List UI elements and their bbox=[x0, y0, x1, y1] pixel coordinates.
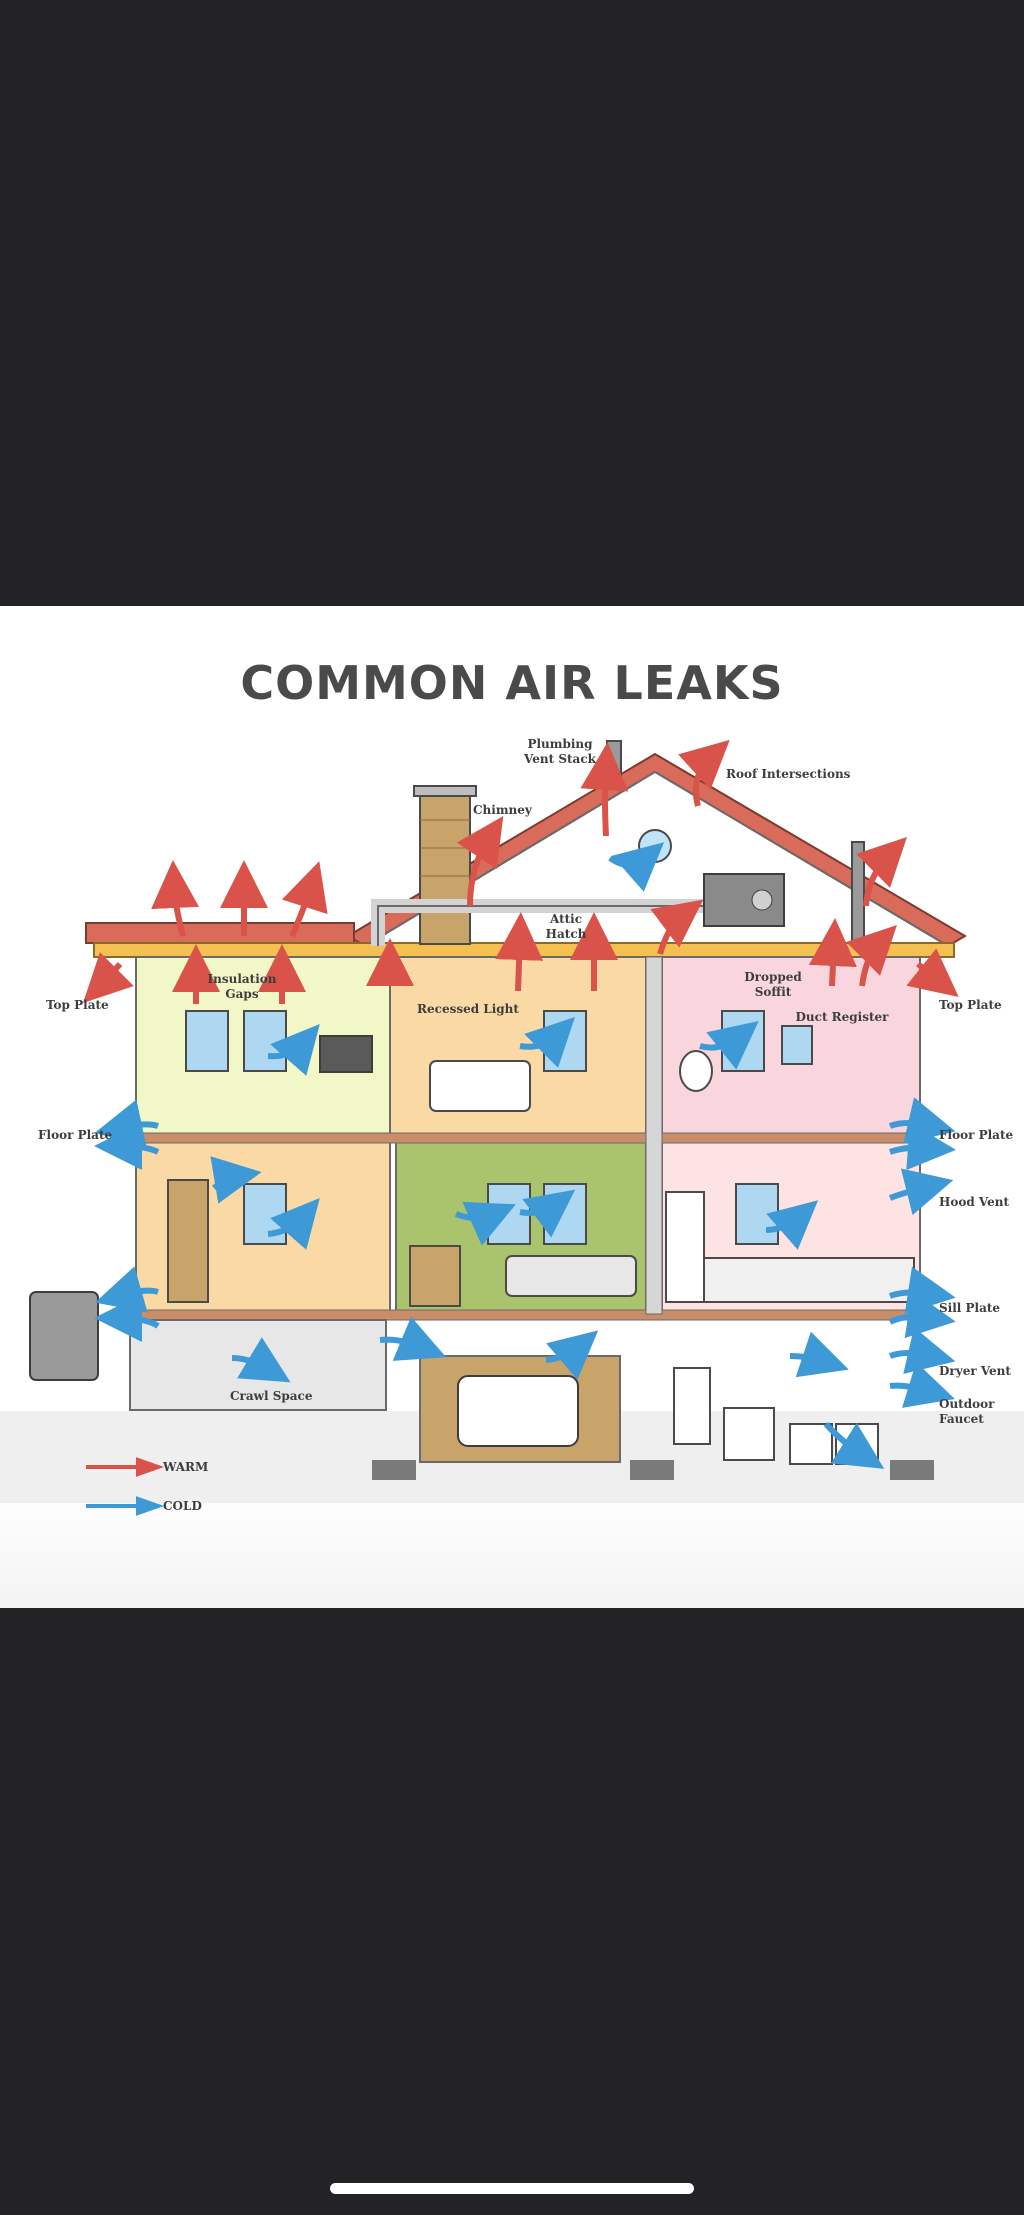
dryer-icon bbox=[835, 1423, 879, 1465]
window-icon bbox=[543, 1183, 587, 1245]
door-icon bbox=[167, 1179, 209, 1303]
infographic-card: COMMON AIR LEAKS bbox=[0, 606, 1024, 1608]
label-plumbing-vent-stack-line2: Vent Stack bbox=[523, 752, 597, 766]
cold-air-arrows bbox=[94, 842, 956, 1469]
label-floor-plate-right: Floor Plate bbox=[939, 1128, 1013, 1142]
label-floor-plate-left: Floor Plate bbox=[38, 1128, 112, 1142]
legend-warm-label: WARM bbox=[162, 1460, 208, 1474]
sofa-icon bbox=[505, 1255, 637, 1297]
label-roof-intersections: Roof Intersections bbox=[726, 767, 851, 781]
window-icon bbox=[185, 1010, 229, 1072]
house-cross-section: Plumbing Vent Stack Roof Intersections C… bbox=[0, 737, 1024, 1516]
fridge-icon bbox=[665, 1191, 705, 1303]
window-icon bbox=[243, 1010, 287, 1072]
washer-icon bbox=[789, 1423, 833, 1465]
roof bbox=[85, 752, 967, 958]
window-icon bbox=[243, 1183, 287, 1245]
label-duct-register: Duct Register bbox=[796, 1010, 890, 1024]
legend: WARM COLD bbox=[86, 1457, 208, 1516]
label-insulation-gaps-line1: Insulation bbox=[208, 972, 277, 986]
label-dropped-soffit-line1: Dropped bbox=[744, 970, 802, 984]
label-dryer-vent: Dryer Vent bbox=[939, 1364, 1011, 1378]
chimney-icon bbox=[413, 785, 477, 945]
label-outdoor-faucet-line1: Outdoor bbox=[939, 1397, 995, 1411]
label-dropped-soffit-line2: Soffit bbox=[755, 985, 792, 999]
fireplace-icon bbox=[409, 1245, 461, 1307]
foundation-pier bbox=[630, 1460, 674, 1480]
label-outdoor-faucet-line2: Faucet bbox=[939, 1412, 984, 1426]
bed-icon bbox=[429, 1060, 531, 1112]
foundation-pier bbox=[890, 1460, 934, 1480]
ground bbox=[0, 1488, 1024, 1608]
car-icon bbox=[457, 1375, 579, 1447]
legend-cold-label: COLD bbox=[163, 1499, 202, 1513]
computer-monitor-icon bbox=[319, 1035, 373, 1073]
label-top-plate-right: Top Plate bbox=[939, 998, 1002, 1012]
window-icon bbox=[735, 1183, 779, 1245]
mirror-icon bbox=[781, 1025, 813, 1065]
pipe-column bbox=[645, 956, 663, 1315]
warm-air-arrows bbox=[83, 739, 959, 1004]
lower-floor-plate bbox=[127, 1309, 929, 1321]
label-crawl-space: Crawl Space bbox=[230, 1389, 313, 1403]
label-chimney: Chimney bbox=[473, 803, 533, 817]
toilet-icon bbox=[679, 1050, 713, 1092]
label-insulation-gaps-line2: Gaps bbox=[225, 987, 258, 1001]
furnace-icon bbox=[723, 1407, 775, 1461]
warm-arrow-icon bbox=[86, 1457, 165, 1477]
home-indicator[interactable] bbox=[330, 2183, 694, 2194]
label-hood-vent: Hood Vent bbox=[939, 1195, 1009, 1209]
infographic-title: COMMON AIR LEAKS bbox=[240, 656, 784, 710]
cold-arrow-icon bbox=[86, 1496, 165, 1516]
vent-stack-icon bbox=[606, 740, 622, 782]
label-sill-plate: Sill Plate bbox=[939, 1301, 1000, 1315]
label-recessed-light: Recessed Light bbox=[417, 1002, 519, 1016]
label-plumbing-vent-stack-line1: Plumbing bbox=[527, 737, 593, 751]
water-heater-icon bbox=[673, 1367, 711, 1445]
outdoor-ac-unit-icon bbox=[29, 1291, 99, 1381]
right-stack-icon bbox=[851, 841, 865, 947]
label-attic-hatch-line2: Hatch bbox=[546, 927, 587, 941]
foundation-pier bbox=[372, 1460, 416, 1480]
upper-floor-plate bbox=[127, 1132, 929, 1144]
label-top-plate-left: Top Plate bbox=[46, 998, 109, 1012]
label-attic-hatch-line1: Attic bbox=[549, 912, 582, 926]
attic-duct-icon bbox=[371, 873, 785, 946]
kitchen-counter-icon bbox=[703, 1257, 915, 1303]
